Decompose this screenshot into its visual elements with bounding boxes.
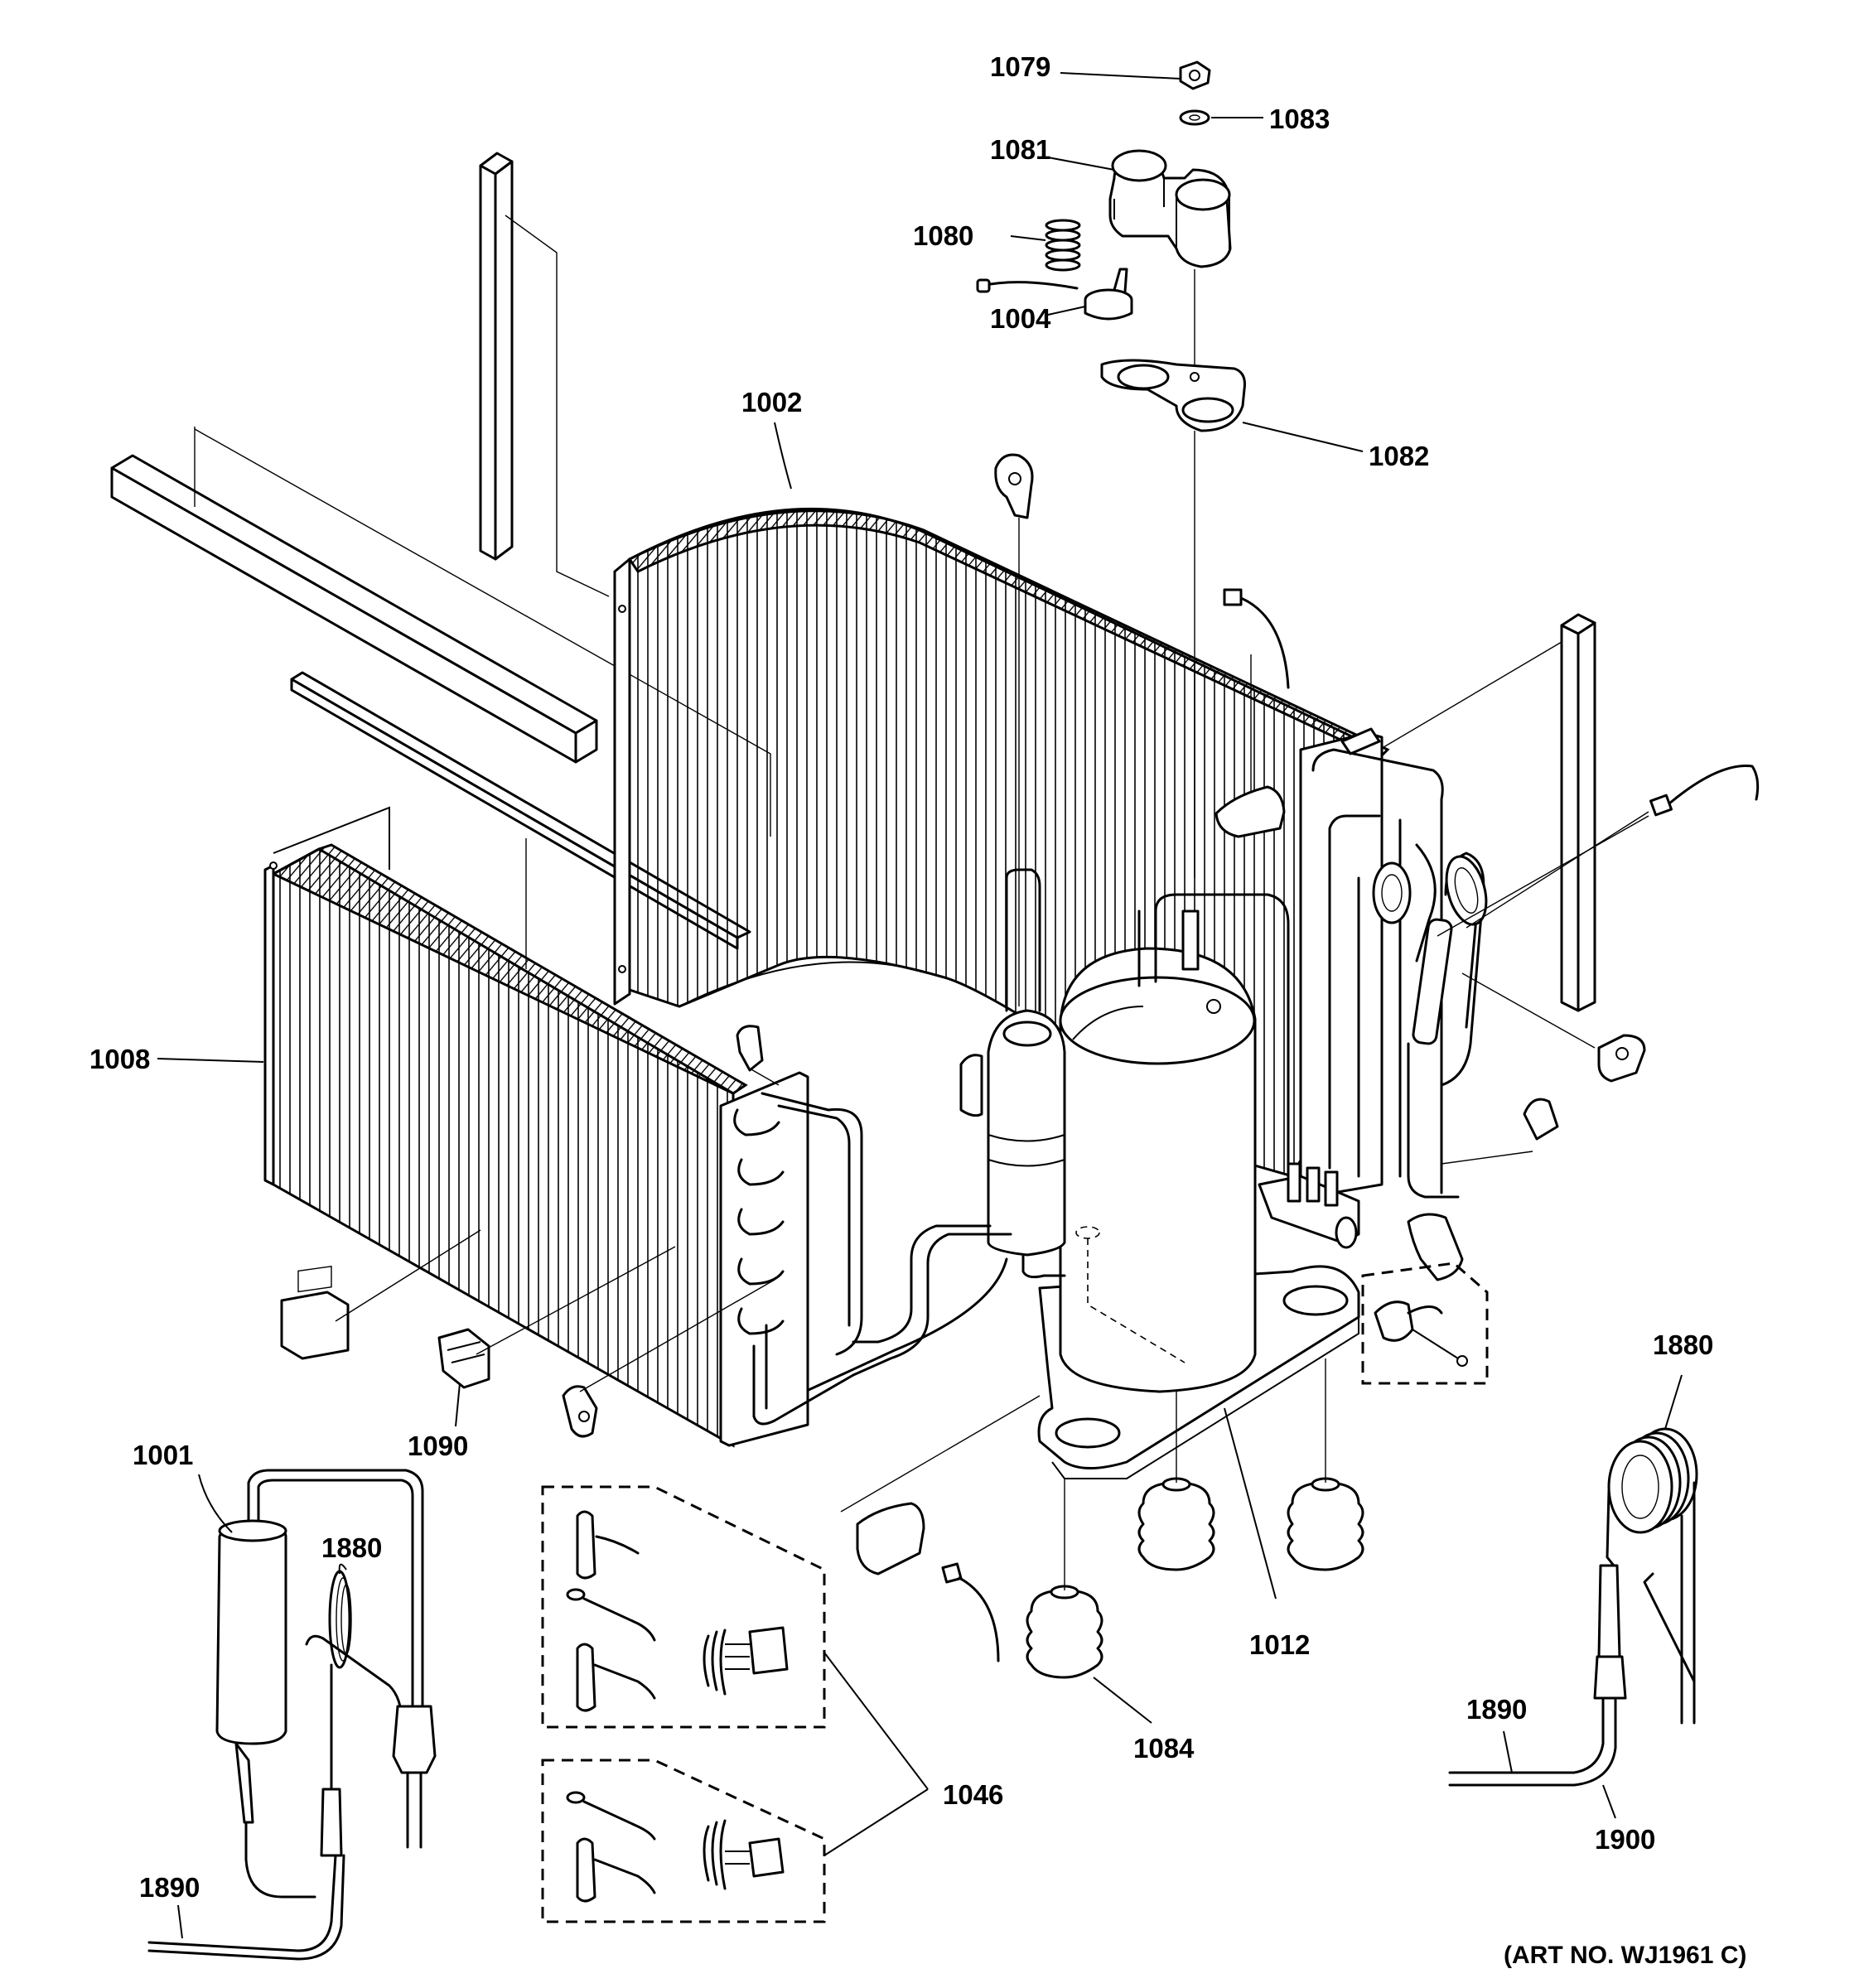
callout-1001: 1001 <box>133 1440 193 1470</box>
callout-leaders <box>157 72 1683 1939</box>
wire-connector-upper-right <box>1649 765 1760 817</box>
grommet-1084-b <box>1287 1477 1364 1571</box>
callout-1084: 1084 <box>1133 1733 1195 1764</box>
wire-connector-bottom <box>941 1562 1000 1662</box>
callout-1890-left: 1890 <box>139 1872 200 1903</box>
callout-1890-right: 1890 <box>1466 1694 1527 1725</box>
insulation-sleeve-bottom <box>856 1502 925 1575</box>
callout-1880-right: 1880 <box>1653 1329 1713 1360</box>
drain-bracket-1090 <box>437 1328 490 1389</box>
capillary-assembly-right <box>1448 1427 1698 1787</box>
spring-1080 <box>1045 219 1081 272</box>
service-valve-block <box>1258 1162 1360 1249</box>
washer-1083 <box>1179 109 1210 126</box>
grommet-1084-a <box>1137 1477 1215 1571</box>
callout-1046: 1046 <box>943 1779 1003 1810</box>
compressor-body <box>1059 947 1257 1393</box>
wire-connector-top <box>1223 588 1290 689</box>
callout-1880-left: 1880 <box>321 1532 382 1563</box>
callout-1008: 1008 <box>89 1044 150 1074</box>
callout-1081: 1081 <box>990 134 1050 165</box>
insulation-sleeve-left <box>959 1054 983 1117</box>
accumulator <box>987 868 1066 1279</box>
foam-strip-vertical-right <box>1560 613 1596 1012</box>
foam-strip-long-horizontal <box>110 454 598 764</box>
nut-1079 <box>1179 60 1211 90</box>
capacitor-terminal-box <box>1361 1262 1489 1385</box>
callout-1082: 1082 <box>1369 441 1429 471</box>
bracket-left <box>280 1265 350 1360</box>
capillary-tubing-assembly-right <box>1407 852 1488 1199</box>
callout-1080: 1080 <box>913 220 973 251</box>
grommet-1084-c <box>1026 1585 1103 1679</box>
gasket-1082 <box>1100 359 1246 432</box>
evaporator-clip-top <box>736 1025 764 1072</box>
tube-clamp-right <box>1597 1034 1646 1083</box>
callout-1090: 1090 <box>408 1431 468 1461</box>
callout-1004: 1004 <box>990 303 1051 334</box>
insulation-sleeve-top <box>1214 785 1286 838</box>
callout-1079: 1079 <box>990 51 1050 82</box>
tube-clip-top <box>994 453 1034 519</box>
evaporator-end-plate <box>719 1071 863 1447</box>
drier-assembly-1001 <box>147 1469 437 1961</box>
overload-protector-1004 <box>976 268 1133 321</box>
tube-clamp-left <box>562 1385 598 1438</box>
terminal-cover-1081 <box>1108 149 1232 268</box>
callout-1900: 1900 <box>1595 1824 1655 1855</box>
callout-1012: 1012 <box>1249 1629 1310 1660</box>
insulation-sleeve-right <box>1407 1213 1464 1281</box>
foam-strip-vertical-left <box>479 152 514 561</box>
wiring-kit-box-1 <box>541 1485 826 1729</box>
wiring-kit-box-2 <box>541 1759 826 1923</box>
condenser-end-plate-right <box>1299 727 1444 1199</box>
art-number: (ART NO. WJ1961 C) <box>1504 1942 1746 1969</box>
tube-clip-right <box>1523 1098 1559 1141</box>
callout-1002: 1002 <box>741 387 802 417</box>
callout-1083: 1083 <box>1269 104 1330 134</box>
